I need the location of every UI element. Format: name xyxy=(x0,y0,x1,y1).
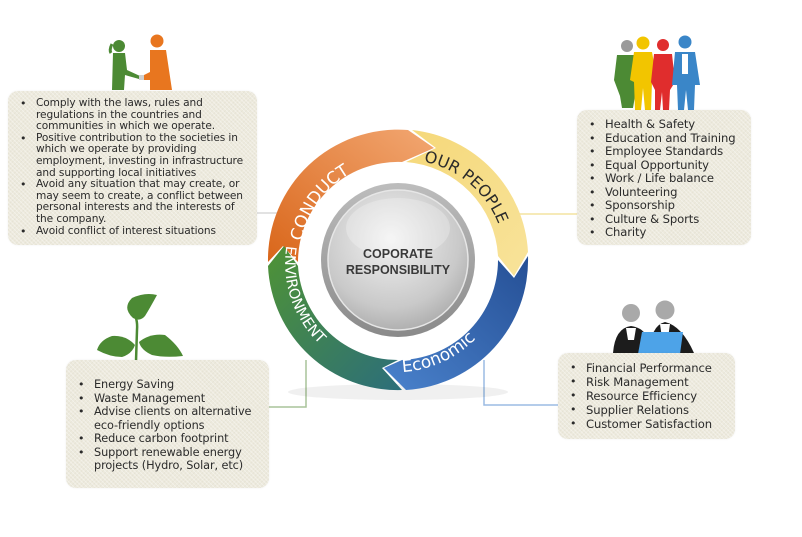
list-item: Sponsorship xyxy=(583,198,745,213)
list-item: Equal Opportunity xyxy=(583,158,745,173)
panel-our-people: Health & Safety Education and Training E… xyxy=(577,110,751,245)
segment-our-people[interactable] xyxy=(406,130,528,276)
list-item: Support renewable energy projects (Hydro… xyxy=(72,446,263,473)
list-item: Avoid conflict of interest situations xyxy=(14,225,247,238)
connector-economic xyxy=(483,360,558,406)
list-item: Resource Efficiency xyxy=(564,389,729,403)
connector-environment xyxy=(269,360,307,408)
list-item: Advise clients on alternative eco-friend… xyxy=(72,405,263,432)
list-item: Culture & Sports xyxy=(583,212,745,227)
people-at-laptop-icon xyxy=(613,300,694,354)
list-item: Waste Management xyxy=(72,392,263,406)
conduct-list: Comply with the laws, rules and regulati… xyxy=(8,91,257,237)
list-item: Work / Life balance xyxy=(583,171,745,186)
environment-list: Energy Saving Waste Management Advise cl… xyxy=(66,360,269,473)
list-item: Positive contribution to the societies i… xyxy=(14,132,247,179)
our-people-list: Health & Safety Education and Training E… xyxy=(577,110,751,240)
list-item: Energy Saving xyxy=(72,378,263,392)
economic-list: Financial Performance Risk Management Re… xyxy=(558,353,735,431)
list-item: Risk Management xyxy=(564,375,729,389)
panel-conduct: Comply with the laws, rules and regulati… xyxy=(8,91,257,245)
list-item: Charity xyxy=(583,225,745,240)
group-of-people-icon xyxy=(614,35,700,110)
plant-sprout-icon xyxy=(97,294,183,362)
list-item: Volunteering xyxy=(583,185,745,200)
handshake-people-icon xyxy=(108,34,172,90)
center-title-line1: COPORATE xyxy=(363,247,433,261)
center-title-line2: RESPONSIBILITY xyxy=(346,263,451,277)
list-item: Comply with the laws, rules and regulati… xyxy=(14,97,247,133)
segment-conduct[interactable] xyxy=(267,129,434,262)
panel-economic: Financial Performance Risk Management Re… xyxy=(558,353,735,439)
list-item: Health & Safety xyxy=(583,117,745,132)
segment-economic[interactable] xyxy=(384,256,529,390)
list-item: Supplier Relations xyxy=(564,403,729,417)
segment-environment[interactable] xyxy=(268,246,402,391)
list-item: Education and Training xyxy=(583,131,745,146)
panel-environment: Energy Saving Waste Management Advise cl… xyxy=(66,360,269,488)
list-item: Financial Performance xyxy=(564,361,729,375)
list-item: Avoid any situation that may create, or … xyxy=(14,178,247,225)
list-item: Customer Satisfaction xyxy=(564,417,729,431)
list-item: Reduce carbon footprint xyxy=(72,432,263,446)
list-item: Employee Standards xyxy=(583,144,745,159)
center-hub: COPORATE RESPONSIBILITY xyxy=(321,183,475,337)
